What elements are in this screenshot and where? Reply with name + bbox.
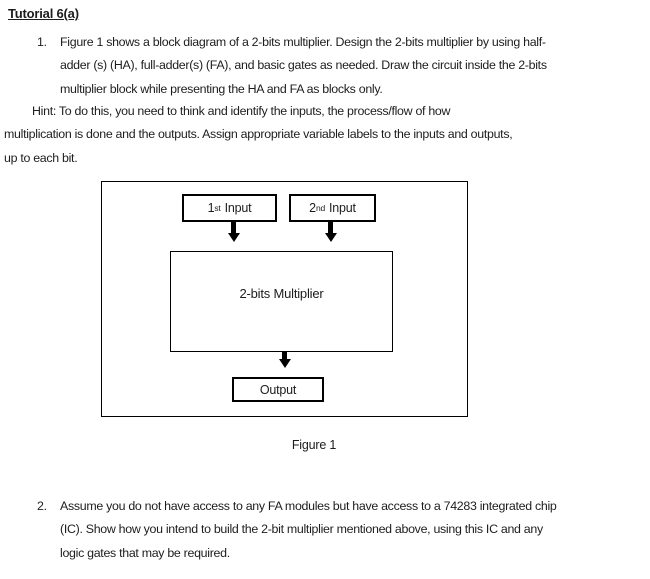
question-2-number: 2. xyxy=(37,499,47,513)
first-input-label: 1 xyxy=(207,201,215,215)
second-input-label: 2 xyxy=(309,201,316,215)
question-1-text: Figure 1 shows a block diagram of a 2-bi… xyxy=(60,31,547,101)
down-arrow-icon-input1 xyxy=(227,222,240,251)
text-line: (IC). Show how you intend to build the 2… xyxy=(60,522,543,537)
text-line: multiplier block while presenting the HA… xyxy=(60,81,383,96)
text-line: logic gates that may be required. xyxy=(60,545,230,560)
hint-paragraph: Hint: To do this, you need to think and … xyxy=(4,100,646,170)
down-arrow-icon-input2 xyxy=(324,222,337,251)
second-input-word: Input xyxy=(329,201,356,215)
output-label: Output xyxy=(259,382,297,397)
question-1-number: 1. xyxy=(37,35,47,49)
arrow-shaft xyxy=(231,222,236,233)
text-line: Assume you do not have access to any FA … xyxy=(60,499,557,513)
page-title: Tutorial 6(a) xyxy=(8,6,79,21)
text-line: Figure 1 shows a block diagram of a 2-bi… xyxy=(60,35,546,49)
arrow-head xyxy=(227,233,240,251)
multiplier-label: 2-bits Multiplier xyxy=(239,286,324,301)
first-input-word: Input xyxy=(224,201,252,215)
down-arrow-icon-output xyxy=(278,352,291,377)
text-line: Hint: To do this, you need to think and … xyxy=(32,104,451,118)
question-2: 2. Assume you do not have access to any … xyxy=(37,495,557,565)
figure-caption: Figure 1 xyxy=(291,438,337,452)
arrow-head xyxy=(278,359,291,377)
question-1: 1. Figure 1 shows a block diagram of a 2… xyxy=(37,31,547,101)
arrow-head xyxy=(324,233,337,251)
question-2-text: Assume you do not have access to any FA … xyxy=(60,495,557,565)
text-line: multiplication is done and the outputs. … xyxy=(4,127,513,142)
arrow-shaft xyxy=(282,352,287,359)
output-box: Output xyxy=(232,377,324,402)
multiplier-block: 2-bits Multiplier xyxy=(170,251,393,352)
text-line: up to each bit. xyxy=(4,150,78,165)
arrow-shaft xyxy=(328,222,333,233)
text-line: adder (s) (HA), full-adder(s) (FA), and … xyxy=(60,58,547,73)
